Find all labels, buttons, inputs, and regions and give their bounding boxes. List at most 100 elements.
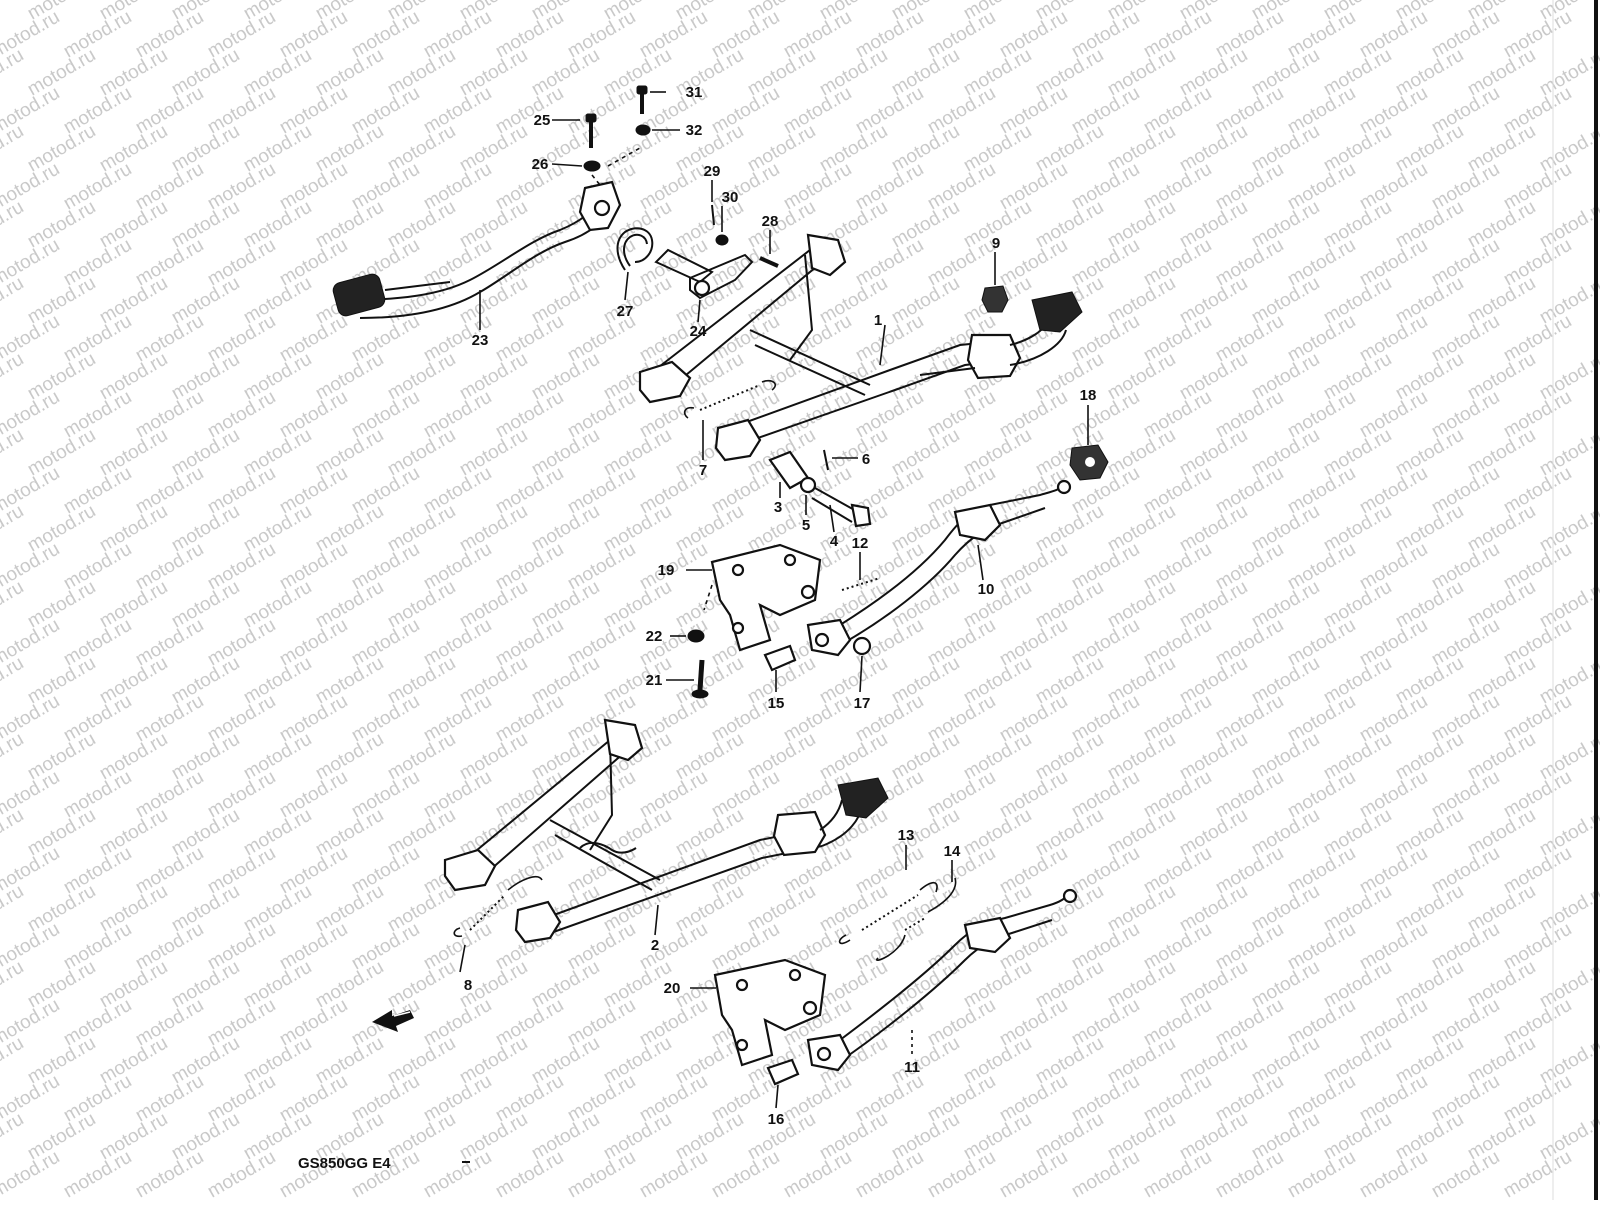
label-3: 3	[774, 499, 782, 516]
watermark-text: motod.ru	[0, 425, 27, 481]
nut-22[interactable]	[687, 629, 705, 643]
brake-pedal-23[interactable]	[331, 180, 622, 319]
watermark-text: motod.ru	[0, 577, 27, 633]
watermark-text: motod.ru	[1068, 1147, 1143, 1200]
label-14: 14	[944, 843, 961, 860]
watermark-text: motod.ru	[1140, 1147, 1215, 1200]
watermark-text: motod.ru	[0, 501, 27, 557]
bracket-19[interactable]	[710, 543, 822, 652]
side-stand-10[interactable]	[806, 479, 1072, 657]
label-1: 1	[874, 312, 882, 329]
watermark-text: motod.ru	[636, 1147, 711, 1200]
label-12: 12	[852, 535, 869, 552]
spring-14[interactable]	[875, 877, 957, 961]
watermark-text: motod.ru	[1428, 1147, 1503, 1200]
label-23: 23	[472, 332, 489, 349]
label-30: 30	[722, 189, 739, 206]
label-15: 15	[768, 695, 785, 712]
spring-12[interactable]	[841, 577, 881, 591]
label-18: 18	[1080, 387, 1097, 404]
spring-13[interactable]	[838, 881, 938, 945]
label-7: 7	[699, 462, 707, 479]
return-spring-27[interactable]	[616, 227, 654, 271]
bolt-15[interactable]	[763, 644, 797, 672]
bolt-21[interactable]	[691, 659, 709, 699]
label-25: 25	[534, 112, 551, 129]
spring-7[interactable]	[683, 379, 777, 419]
watermark-text: motod.ru	[1356, 1147, 1431, 1200]
bolt-25[interactable]	[585, 113, 597, 148]
watermark-text: motod.ru	[0, 197, 27, 253]
label-21: 21	[646, 672, 663, 689]
watermark-text: motod.ru	[420, 1147, 495, 1200]
watermark-text: motod.ru	[204, 1147, 279, 1200]
watermark-text: motod.ru	[708, 1147, 783, 1200]
label-27: 27	[617, 303, 634, 320]
watermark-text: motod.ru	[1284, 1147, 1359, 1200]
label-4: 4	[830, 533, 839, 550]
nut-32[interactable]	[635, 124, 651, 136]
watermark-text: motod.ru	[924, 1147, 999, 1200]
cotter-pin-29[interactable]	[711, 204, 715, 226]
brake-shaft-24[interactable]	[654, 248, 754, 300]
cotter-pin-6[interactable]	[823, 449, 829, 471]
bracket-20[interactable]	[713, 958, 827, 1067]
spring-8[interactable]	[453, 875, 543, 938]
label-32: 32	[686, 122, 703, 139]
label-5: 5	[802, 517, 810, 534]
label-17: 17	[854, 695, 871, 712]
watermark-text: motod.ru	[1500, 1147, 1575, 1200]
watermark-text: motod.ru	[60, 1147, 135, 1200]
label-19: 19	[658, 562, 675, 579]
front-direction-arrow-icon	[372, 1010, 414, 1032]
label-9: 9	[992, 235, 1000, 252]
pin-28[interactable]	[759, 256, 779, 268]
watermark-text: motod.ru	[0, 653, 27, 709]
stopper-cap-9[interactable]	[981, 285, 1009, 313]
label-22: 22	[646, 628, 663, 645]
label-28: 28	[762, 213, 779, 230]
watermark-text: motod.ru	[0, 805, 27, 861]
watermark-text: motod.ru	[132, 1147, 207, 1200]
watermark-text: motod.ru	[0, 729, 27, 785]
label-29: 29	[704, 163, 721, 180]
watermark-text: motod.ru	[0, 273, 27, 329]
watermark-text: motod.ru	[0, 1109, 27, 1165]
label-11: 11	[904, 1059, 920, 1076]
watermark-text: motod.ru	[0, 957, 27, 1013]
center-stand-1[interactable]	[638, 233, 1083, 462]
watermark-text: motod.ru	[0, 121, 27, 177]
bolt-16[interactable]	[766, 1058, 800, 1086]
leader-lines	[459, 91, 1089, 1109]
watermark-text: motod.ru	[780, 1147, 855, 1200]
label-16: 16	[768, 1111, 785, 1128]
label-10: 10	[978, 581, 995, 598]
bolt-4[interactable]	[811, 487, 872, 528]
watermark-text: motod.ru	[0, 349, 27, 405]
washer-30[interactable]	[715, 234, 729, 246]
part-labels: 1 2 3 4 5 6 7 8 9 10 11 12 13 14 15 16 1…	[464, 84, 1097, 1128]
watermark-text: motod.ru	[852, 1147, 927, 1200]
washer-26[interactable]	[583, 160, 601, 172]
bolt-31[interactable]	[636, 85, 648, 114]
watermark-text: motod.ru	[0, 45, 27, 101]
watermark-text: motod.ru	[0, 881, 27, 937]
label-24: 24	[690, 323, 707, 340]
label-31: 31	[686, 84, 703, 101]
label-8: 8	[464, 977, 472, 994]
center-stand-2[interactable]	[443, 718, 889, 944]
watermark-text: motod.ru	[1212, 1147, 1287, 1200]
nut-17[interactable]	[852, 636, 872, 656]
watermark-text: motod.ru	[492, 1147, 567, 1200]
label-26: 26	[532, 156, 549, 173]
watermark-text: motod.ru	[0, 1033, 27, 1089]
label-20: 20	[664, 980, 681, 997]
washer-5[interactable]	[799, 476, 817, 494]
model-code-label: GS850GG E4	[298, 1155, 391, 1172]
watermark-text: motod.ru	[996, 1147, 1071, 1200]
side-stand-11[interactable]	[806, 888, 1078, 1072]
stopper-rubber-18[interactable]	[1069, 444, 1109, 481]
label-6: 6	[862, 451, 870, 468]
label-2: 2	[651, 937, 659, 954]
